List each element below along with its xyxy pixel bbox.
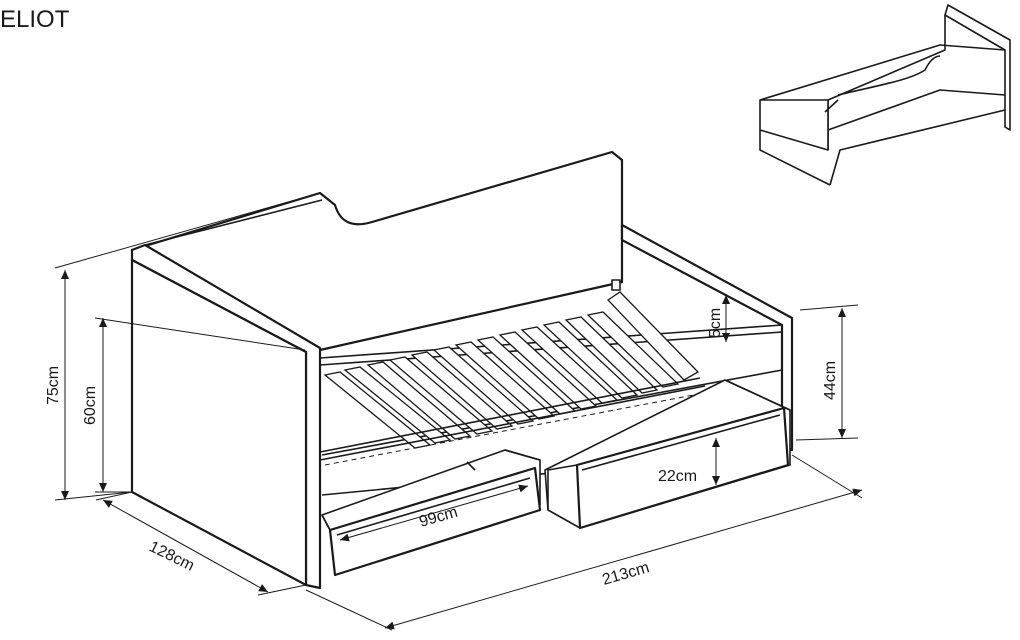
back-panel <box>130 150 624 352</box>
label-total-height: 75cm <box>45 366 62 405</box>
label-side-height: 60cm <box>82 386 99 425</box>
dim-line-length <box>384 488 863 630</box>
product-title: ELIOT <box>0 6 70 33</box>
dimension-lines <box>54 192 863 631</box>
label-drawer-height: 22cm <box>658 468 697 485</box>
bed-diagram <box>130 150 794 590</box>
slatted-base <box>319 291 706 461</box>
dim-line-depth <box>102 499 269 593</box>
label-mattress-recess: 5cm <box>707 308 724 338</box>
dim-line-drawer-length <box>339 484 529 542</box>
bed-frame-thumbnail-icon <box>759 4 1011 186</box>
label-depth: 128cm <box>146 538 197 574</box>
label-seat-height: 44cm <box>822 361 839 400</box>
